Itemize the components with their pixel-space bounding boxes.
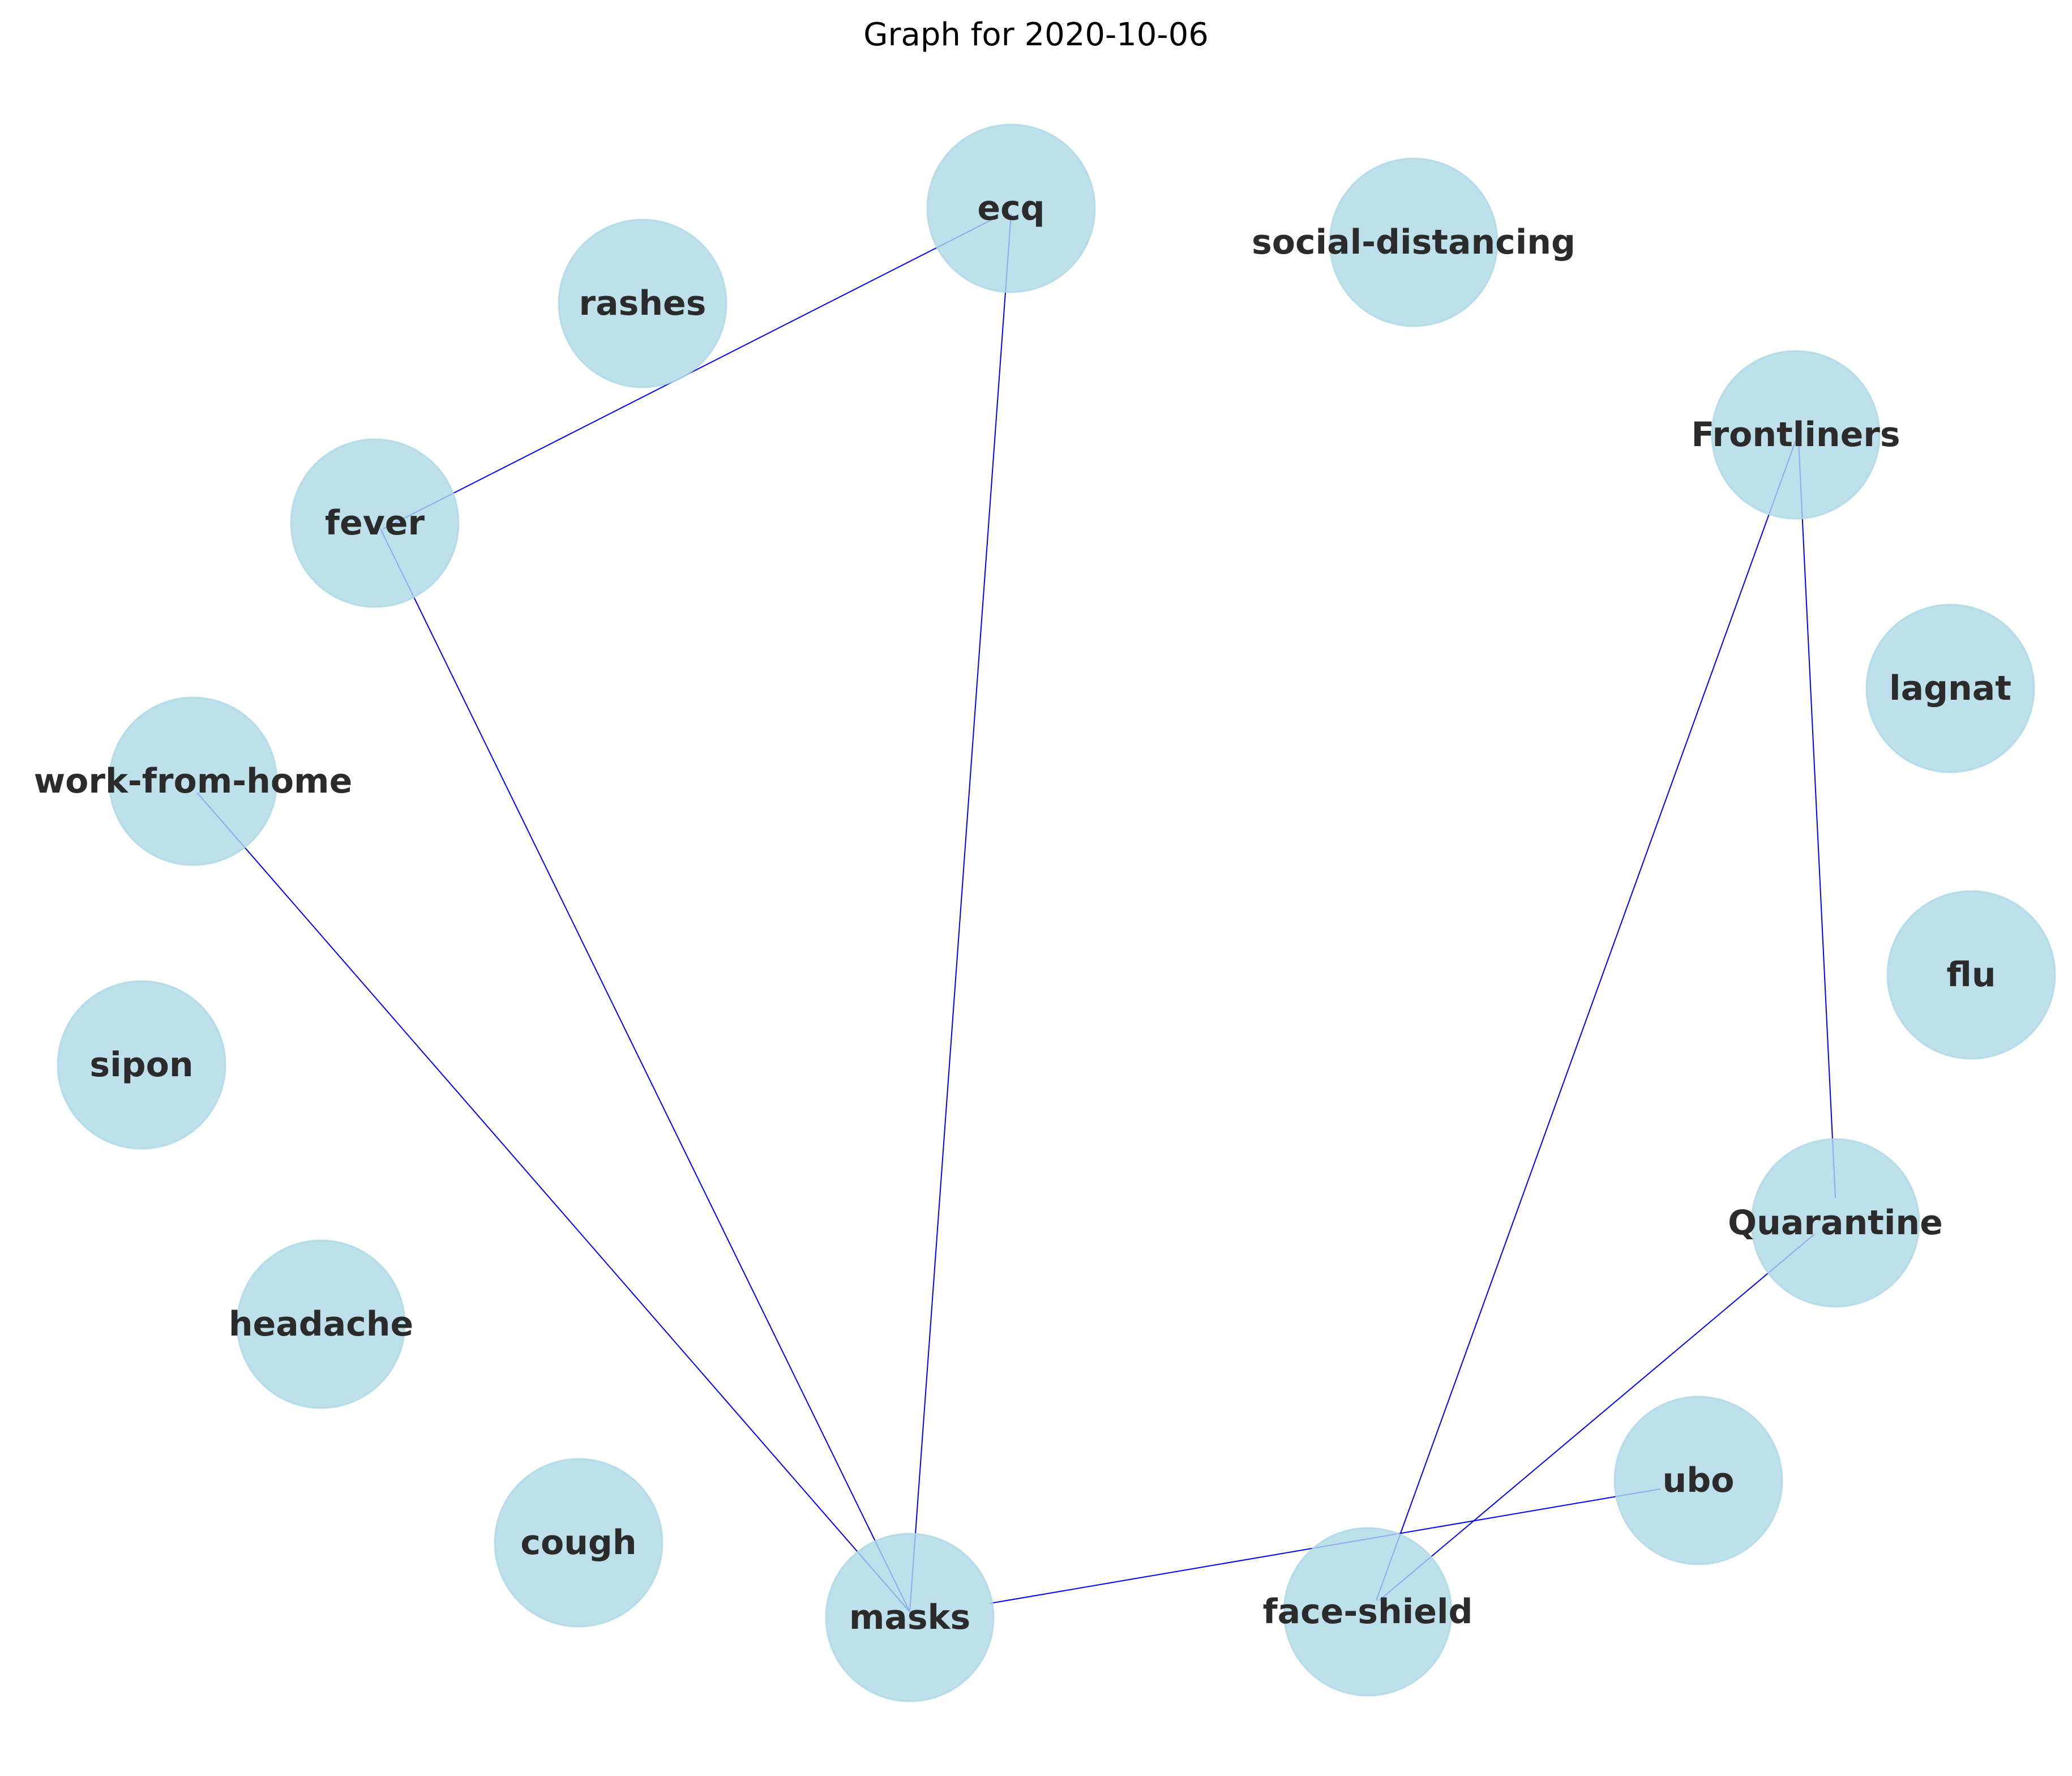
node-face-shield[interactable]: face-shield xyxy=(1263,1527,1473,1697)
node-label-rashes: rashes xyxy=(579,284,707,323)
node-circle-quarantine[interactable] xyxy=(1750,1138,1920,1308)
node-circle-face-shield[interactable] xyxy=(1283,1527,1453,1697)
node-label-fever: fever xyxy=(325,503,425,543)
edge-ecq-masks xyxy=(909,213,1012,1612)
node-headache[interactable]: headache xyxy=(229,1239,413,1409)
node-frontliners[interactable]: Frontliners xyxy=(1691,350,1900,520)
node-masks[interactable]: masks xyxy=(825,1533,995,1702)
node-quarantine[interactable]: Quarantine xyxy=(1728,1138,1943,1308)
node-label-face-shield: face-shield xyxy=(1263,1592,1473,1632)
node-label-sipon: sipon xyxy=(89,1045,193,1085)
node-circle-work-from-home[interactable] xyxy=(108,696,278,866)
node-circle-cough[interactable] xyxy=(494,1458,663,1628)
node-fever[interactable]: fever xyxy=(290,438,460,608)
node-label-quarantine: Quarantine xyxy=(1728,1203,1943,1243)
node-label-flu: flu xyxy=(1946,955,1996,995)
node-circle-rashes[interactable] xyxy=(558,219,727,388)
node-label-frontliners: Frontliners xyxy=(1691,415,1900,455)
node-label-lagnat: lagnat xyxy=(1889,669,2011,708)
node-circle-ecq[interactable] xyxy=(926,123,1096,293)
node-label-cough: cough xyxy=(520,1523,636,1563)
node-circle-headache[interactable] xyxy=(236,1239,406,1409)
node-ubo[interactable]: ubo xyxy=(1613,1396,1783,1565)
node-label-social-distancing: social-distancing xyxy=(1252,222,1576,262)
node-social-distancing[interactable]: social-distancing xyxy=(1252,157,1576,327)
edge-work-from-home-masks xyxy=(196,792,910,1612)
node-work-from-home[interactable]: work-from-home xyxy=(34,696,353,866)
node-label-headache: headache xyxy=(229,1304,413,1344)
node-label-ubo: ubo xyxy=(1663,1461,1735,1500)
node-circle-sipon[interactable] xyxy=(57,980,226,1150)
node-rashes[interactable]: rashes xyxy=(558,219,727,388)
node-ecq[interactable]: ecq xyxy=(926,123,1096,293)
edges-layer xyxy=(196,213,1836,1612)
node-circle-fever[interactable] xyxy=(290,438,460,608)
node-lagnat[interactable]: lagnat xyxy=(1865,604,2035,773)
node-label-work-from-home: work-from-home xyxy=(34,761,353,801)
node-circle-social-distancing[interactable] xyxy=(1329,157,1499,327)
node-label-masks: masks xyxy=(849,1598,970,1637)
node-circle-lagnat[interactable] xyxy=(1865,604,2035,773)
graph-title: Graph for 2020-10-06 xyxy=(863,16,1209,53)
edge-frontliners-face-shield xyxy=(1376,440,1796,1601)
node-cough[interactable]: cough xyxy=(494,1458,663,1628)
edge-quarantine-face-shield xyxy=(1379,1234,1815,1601)
edge-frontliners-quarantine xyxy=(1798,440,1836,1199)
node-label-ecq: ecq xyxy=(977,189,1044,228)
node-circle-frontliners[interactable] xyxy=(1711,350,1881,520)
node-sipon[interactable]: sipon xyxy=(57,980,226,1150)
node-flu[interactable]: flu xyxy=(1886,890,2056,1060)
edge-fever-masks xyxy=(380,528,910,1612)
node-circle-flu[interactable] xyxy=(1886,890,2056,1060)
node-circle-ubo[interactable] xyxy=(1613,1396,1783,1565)
node-circle-masks[interactable] xyxy=(825,1533,995,1702)
